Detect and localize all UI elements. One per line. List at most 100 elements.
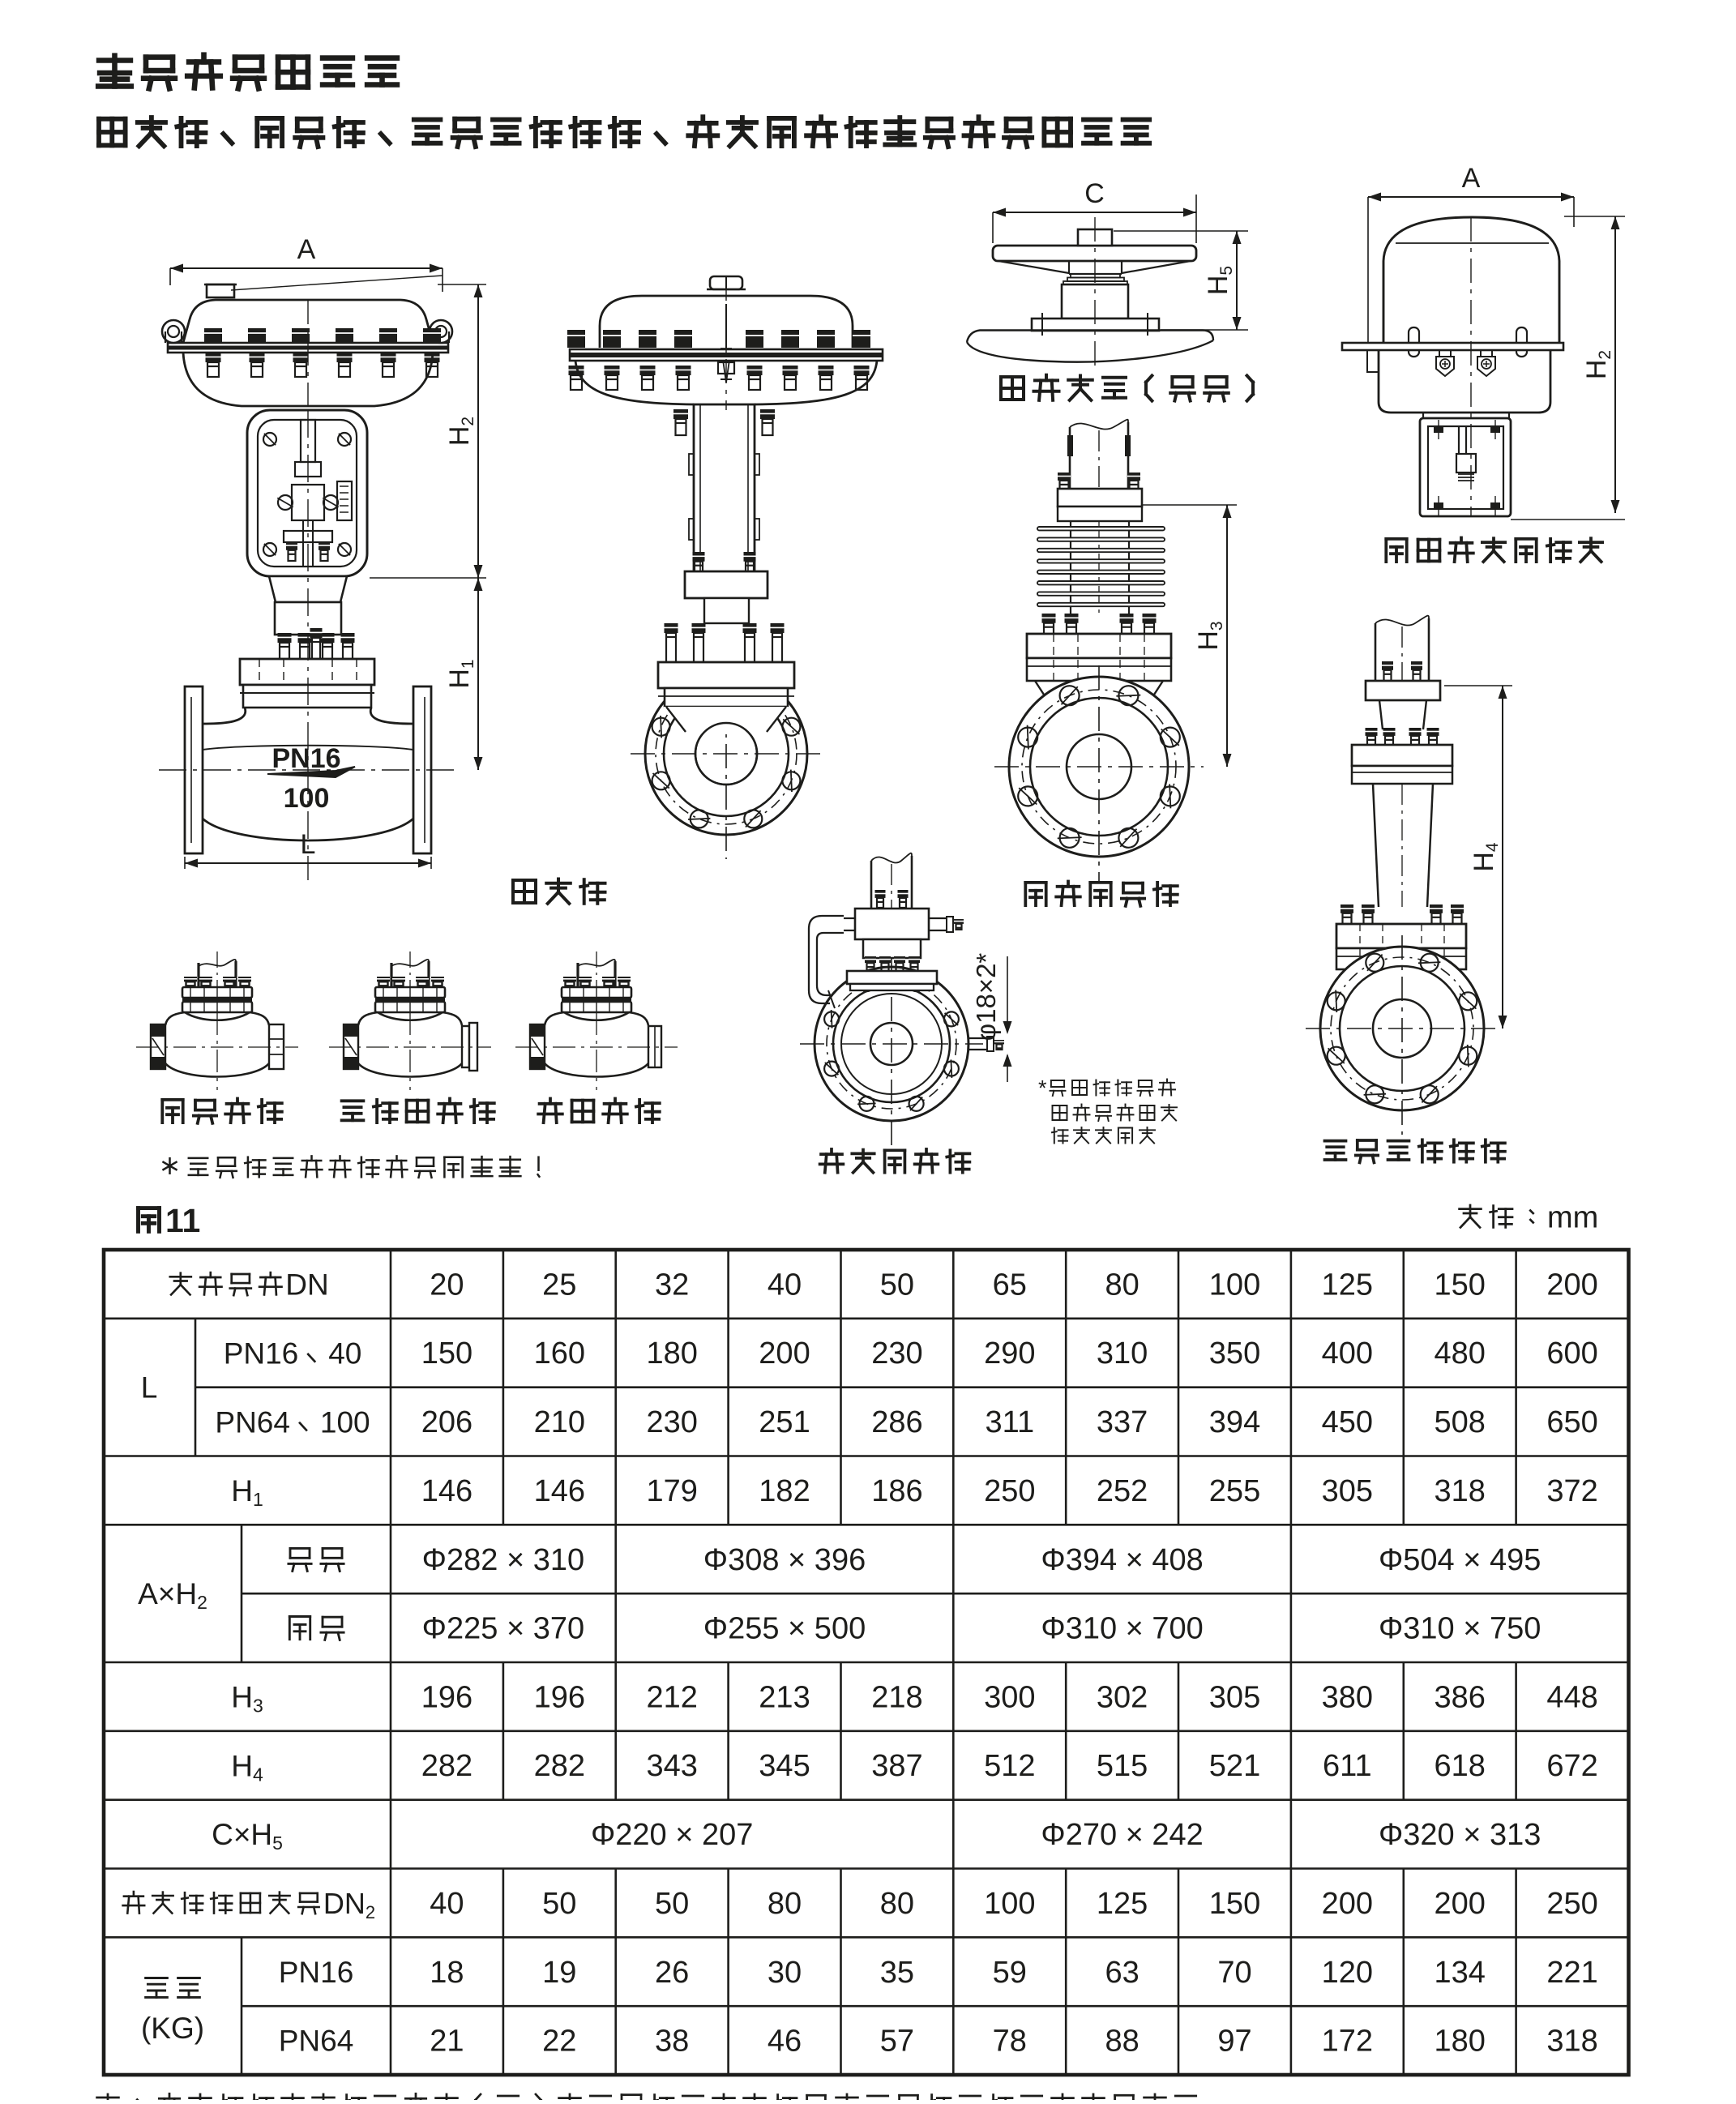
svg-text:282: 282 xyxy=(534,1749,585,1783)
svg-text:97: 97 xyxy=(1217,2025,1251,2059)
svg-text:Φ220 × 207: Φ220 × 207 xyxy=(591,1818,753,1852)
svg-text:146: 146 xyxy=(534,1474,585,1508)
svg-text:(KG): (KG) xyxy=(141,2012,204,2045)
svg-text:18: 18 xyxy=(430,1956,464,1990)
svg-text:100: 100 xyxy=(1209,1268,1260,1302)
svg-text:20: 20 xyxy=(430,1268,464,1302)
svg-text:Φ320 × 313: Φ320 × 313 xyxy=(1379,1818,1541,1852)
svg-text:35: 35 xyxy=(880,1956,914,1990)
svg-text:305: 305 xyxy=(1209,1680,1260,1714)
svg-text:386: 386 xyxy=(1434,1680,1485,1714)
svg-text:318: 318 xyxy=(1546,2025,1597,2059)
svg-text:310: 310 xyxy=(1097,1336,1148,1371)
svg-text:Φ308 × 396: Φ308 × 396 xyxy=(703,1543,866,1577)
svg-text:450: 450 xyxy=(1322,1405,1373,1439)
svg-text:380: 380 xyxy=(1322,1680,1373,1714)
svg-text:400: 400 xyxy=(1322,1336,1373,1371)
svg-text:343: 343 xyxy=(646,1749,697,1783)
svg-text:40: 40 xyxy=(430,1887,464,1921)
svg-text:38: 38 xyxy=(655,2025,689,2059)
svg-text:L: L xyxy=(141,1371,158,1405)
svg-text:521: 521 xyxy=(1209,1749,1260,1783)
svg-text:213: 213 xyxy=(759,1680,810,1714)
svg-text:508: 508 xyxy=(1434,1405,1485,1439)
svg-text:mm: mm xyxy=(1547,1201,1598,1235)
svg-text:22: 22 xyxy=(542,2025,576,2059)
svg-text:305: 305 xyxy=(1322,1474,1373,1508)
svg-text:A: A xyxy=(297,234,316,265)
svg-text:PN16: PN16 xyxy=(224,1337,299,1371)
svg-text:11: 11 xyxy=(165,1202,200,1239)
svg-text:196: 196 xyxy=(421,1680,472,1714)
svg-text:394: 394 xyxy=(1209,1405,1260,1439)
svg-text:250: 250 xyxy=(984,1474,1035,1508)
svg-text:59: 59 xyxy=(993,1956,1027,1990)
svg-text:100: 100 xyxy=(984,1887,1035,1921)
svg-text:150: 150 xyxy=(1434,1268,1485,1302)
svg-text:88: 88 xyxy=(1105,2025,1139,2059)
svg-text:PN64: PN64 xyxy=(215,1405,290,1439)
svg-text:C: C xyxy=(1084,178,1105,209)
svg-text:30: 30 xyxy=(768,1956,802,1990)
svg-text:200: 200 xyxy=(759,1336,810,1371)
svg-text:*: * xyxy=(1038,1076,1047,1101)
svg-text:40: 40 xyxy=(768,1268,802,1302)
svg-text:200: 200 xyxy=(1546,1268,1597,1302)
svg-text:448: 448 xyxy=(1546,1680,1597,1714)
svg-text:180: 180 xyxy=(646,1336,697,1371)
svg-text:286: 286 xyxy=(871,1405,922,1439)
svg-text:125: 125 xyxy=(1322,1268,1373,1302)
svg-text:250: 250 xyxy=(1546,1887,1597,1921)
svg-text:650: 650 xyxy=(1546,1405,1597,1439)
svg-text:350: 350 xyxy=(1209,1336,1260,1371)
svg-text:282: 282 xyxy=(421,1749,472,1783)
svg-text:172: 172 xyxy=(1322,2025,1373,2059)
svg-text:100: 100 xyxy=(284,783,330,814)
svg-text:32: 32 xyxy=(655,1268,689,1302)
svg-text:480: 480 xyxy=(1434,1336,1485,1371)
svg-text:63: 63 xyxy=(1105,1956,1139,1990)
svg-text:302: 302 xyxy=(1097,1680,1148,1714)
svg-text:57: 57 xyxy=(880,2025,914,2059)
svg-text:80: 80 xyxy=(1105,1268,1139,1302)
svg-text:150: 150 xyxy=(421,1336,472,1371)
svg-text:Φ270 × 242: Φ270 × 242 xyxy=(1041,1818,1203,1852)
svg-text:218: 218 xyxy=(871,1680,922,1714)
svg-text:372: 372 xyxy=(1546,1474,1597,1508)
svg-text:A×H2: A×H2 xyxy=(138,1577,207,1613)
svg-text:600: 600 xyxy=(1546,1336,1597,1371)
svg-text:200: 200 xyxy=(1322,1887,1373,1921)
svg-text:PN64: PN64 xyxy=(279,2025,354,2058)
svg-text:Φ310 × 750: Φ310 × 750 xyxy=(1379,1612,1541,1646)
svg-text:φ18×2*: φ18×2* xyxy=(971,953,1001,1041)
svg-text:221: 221 xyxy=(1546,1956,1597,1990)
svg-text:40: 40 xyxy=(328,1337,361,1371)
svg-text:196: 196 xyxy=(534,1680,585,1714)
svg-text:150: 150 xyxy=(1209,1887,1260,1921)
svg-text:160: 160 xyxy=(534,1336,585,1371)
svg-text:186: 186 xyxy=(871,1474,922,1508)
svg-text:70: 70 xyxy=(1217,1956,1251,1990)
svg-text:337: 337 xyxy=(1097,1405,1148,1439)
svg-text:311: 311 xyxy=(986,1405,1035,1439)
svg-text:345: 345 xyxy=(759,1749,810,1783)
svg-text:120: 120 xyxy=(1322,1956,1373,1990)
svg-text:300: 300 xyxy=(984,1680,1035,1714)
svg-text:134: 134 xyxy=(1434,1956,1485,1990)
svg-text:100: 100 xyxy=(320,1405,370,1439)
svg-text:80: 80 xyxy=(768,1887,802,1921)
svg-text:206: 206 xyxy=(421,1405,472,1439)
svg-text:318: 318 xyxy=(1434,1474,1485,1508)
svg-text:50: 50 xyxy=(655,1887,689,1921)
svg-text:180: 180 xyxy=(1434,2025,1485,2059)
svg-text:212: 212 xyxy=(646,1680,697,1714)
svg-text:26: 26 xyxy=(655,1956,689,1990)
svg-text:290: 290 xyxy=(984,1336,1035,1371)
svg-text:78: 78 xyxy=(993,2025,1027,2059)
svg-text:PN16: PN16 xyxy=(272,743,340,774)
svg-text:611: 611 xyxy=(1323,1749,1372,1783)
svg-text:Φ225 × 370: Φ225 × 370 xyxy=(422,1612,584,1646)
svg-text:Φ504 × 495: Φ504 × 495 xyxy=(1379,1543,1541,1577)
svg-text:672: 672 xyxy=(1546,1749,1597,1783)
svg-text:PN16: PN16 xyxy=(279,1956,354,1989)
